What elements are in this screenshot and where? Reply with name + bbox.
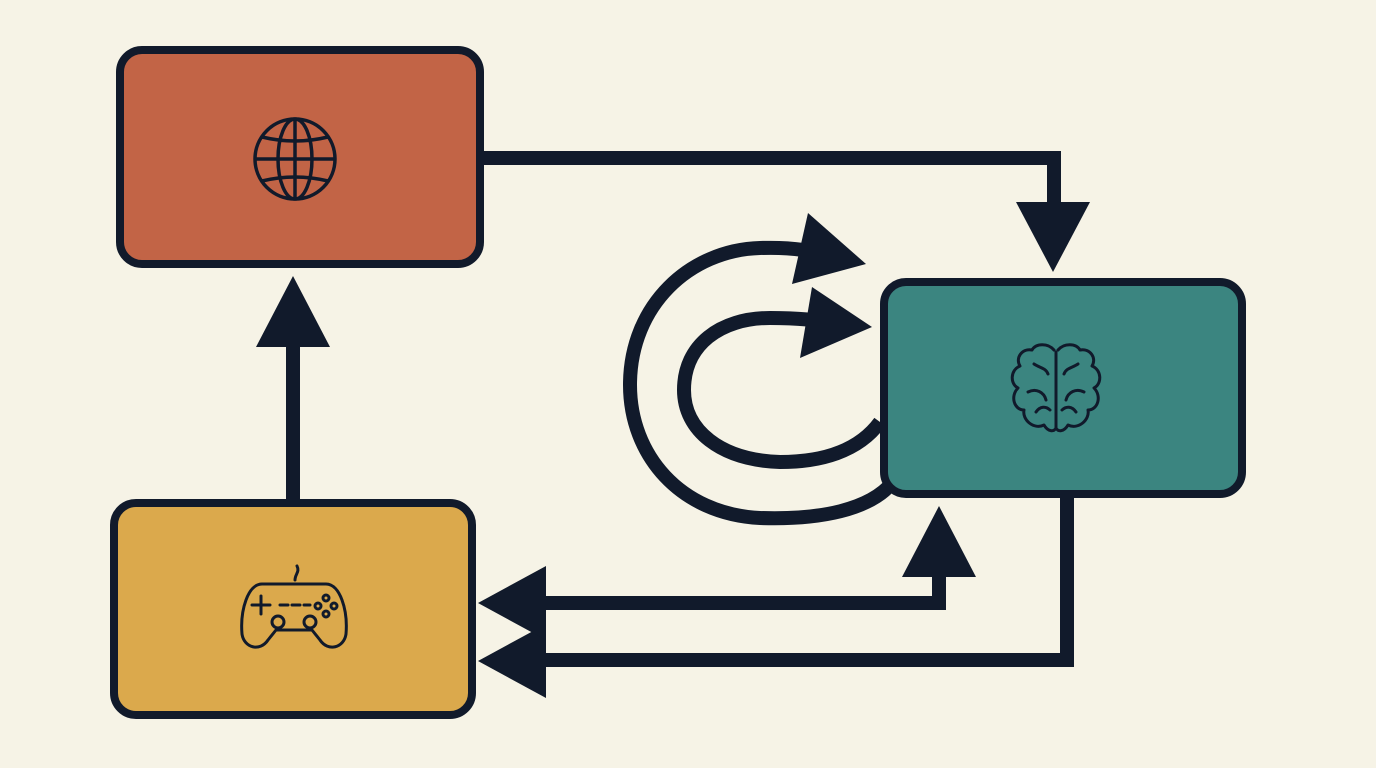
gamepad-icon bbox=[240, 564, 348, 649]
brain-icon bbox=[1010, 343, 1102, 433]
arrowhead-game-to-agent bbox=[902, 506, 976, 577]
arrowhead-agent-to-game bbox=[478, 624, 546, 698]
arrowhead-agent-to-game-upper bbox=[478, 566, 546, 640]
self-loop-outer bbox=[622, 240, 899, 526]
arrowhead-game-to-world bbox=[256, 276, 330, 347]
arrowhead-self-loop-outer bbox=[792, 213, 866, 284]
arrowhead-world-to-agent bbox=[1016, 202, 1090, 272]
node-agent bbox=[880, 278, 1246, 498]
node-world bbox=[116, 46, 484, 268]
node-agent-box bbox=[880, 278, 1246, 498]
edge-agent-to-game bbox=[532, 496, 1074, 667]
globe-icon bbox=[253, 117, 337, 201]
node-game bbox=[110, 499, 476, 719]
arrowhead-self-loop-inner bbox=[800, 287, 872, 358]
node-world-box bbox=[116, 46, 484, 268]
node-game-box bbox=[110, 499, 476, 719]
edges bbox=[256, 151, 1090, 698]
self-loop-inner bbox=[676, 310, 886, 470]
